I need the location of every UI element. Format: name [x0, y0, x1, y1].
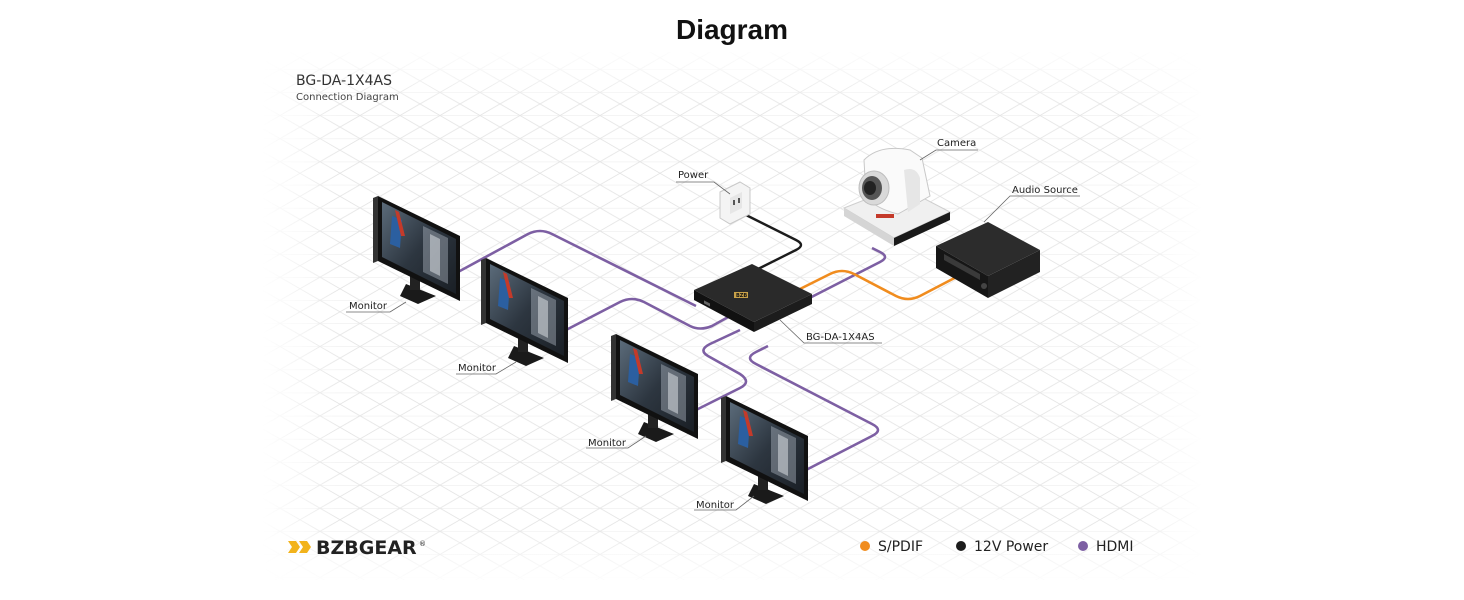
label-power: Power [678, 170, 709, 181]
legend: S/PDIF 12V Power HDMI [860, 539, 1134, 555]
page-title: Diagram [675, 14, 789, 45]
legend-label-power: 12V Power [974, 539, 1048, 555]
label-monitor-1: Monitor [349, 301, 388, 312]
bzbgear-logo-mark [288, 541, 311, 553]
connection-diagram-panel: BG-DA-1X4AS Connection Diagram BZB [262, 52, 1202, 580]
label-audio-source: Audio Source [1012, 185, 1078, 196]
legend-swatch-spdif [860, 541, 870, 551]
legend-label-spdif: S/PDIF [878, 539, 923, 555]
brand-logo-text: BZBGEAR [316, 537, 417, 559]
legend-swatch-hdmi [1078, 541, 1088, 551]
hdmi-cable-camera [789, 246, 887, 310]
diagram-subtitle: Connection Diagram [296, 92, 399, 103]
diagram-model-title: BG-DA-1X4AS [296, 73, 392, 89]
legend-swatch-power [956, 541, 966, 551]
diagram-canvas: BG-DA-1X4AS Connection Diagram BZB [262, 52, 1202, 580]
legend-label-hdmi: HDMI [1096, 539, 1134, 555]
label-monitor-3: Monitor [588, 438, 627, 449]
spdif-cable [777, 269, 967, 302]
hdmi-cable-monitor-3 [695, 328, 748, 412]
hdmi-cable-monitor-1 [457, 229, 697, 308]
label-monitor-4: Monitor [696, 500, 735, 511]
device-badge: BZB [736, 293, 747, 299]
label-camera: Camera [937, 138, 976, 149]
hdmi-cable-monitor-4 [748, 344, 880, 472]
label-device: BG-DA-1X4AS [806, 332, 875, 343]
label-monitor-2: Monitor [458, 363, 497, 374]
splitter-device: BZB [694, 264, 812, 332]
brand-registered-mark: ® [419, 540, 426, 548]
ptz-camera [842, 147, 952, 246]
hdmi-cable-monitor-2 [565, 297, 731, 332]
hdmi-cables [457, 229, 887, 472]
bzbgear-logo: BZBGEAR ® [288, 537, 426, 559]
audio-source-device [936, 222, 1040, 298]
